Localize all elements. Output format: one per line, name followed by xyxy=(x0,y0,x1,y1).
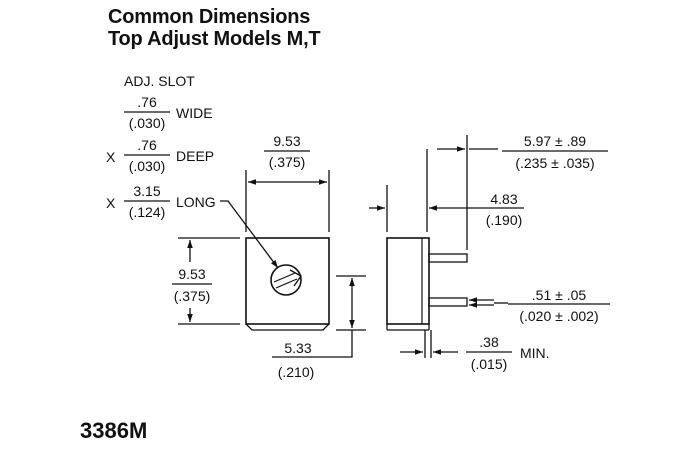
standoff-in: (.015) xyxy=(471,356,508,372)
offset-leader xyxy=(272,330,353,358)
top-width-in: (.375) xyxy=(269,154,306,170)
top-width-mm: 9.53 xyxy=(273,133,300,149)
title-line-2: Top Adjust Models M,T xyxy=(108,28,321,50)
slot-width-word: WIDE xyxy=(176,105,213,121)
offset-mm: 5.33 xyxy=(284,340,311,356)
slot-leader-arrow xyxy=(220,200,279,269)
side-view-pin-upper xyxy=(428,253,468,263)
slot-width-in: (.030) xyxy=(129,115,166,131)
standoff-word: MIN. xyxy=(520,345,550,361)
slot-depth-in: (.030) xyxy=(129,158,166,174)
title-line-1: Common Dimensions xyxy=(108,6,311,28)
side-overall-in: (.235 ± .035) xyxy=(515,155,594,171)
pin-dia-mm: .51 ± .05 xyxy=(532,287,587,303)
top-height-in: (.375) xyxy=(174,288,211,304)
side-body-in: (.190) xyxy=(486,212,523,228)
side-body-mm: 4.83 xyxy=(490,191,517,207)
offset-in: (.210) xyxy=(278,364,315,380)
adjustment-slot-line-b xyxy=(275,278,298,289)
side-overall-mm: 5.97 ± .89 xyxy=(524,133,586,149)
standoff-mm: .38 xyxy=(479,334,499,350)
adjustment-screw xyxy=(270,264,302,296)
direction-arrowhead-icon xyxy=(289,269,302,287)
slot-length-mm: 3.15 xyxy=(133,183,160,199)
top-view-body xyxy=(245,237,330,325)
slot-depth-mm: .76 xyxy=(137,137,157,153)
slot-times-1: X xyxy=(106,149,116,165)
slot-width-mm: .76 xyxy=(137,94,157,110)
side-view-pin-lower xyxy=(428,297,468,307)
top-height-mm: 9.53 xyxy=(178,266,205,282)
model-number: 3386M xyxy=(80,418,148,443)
slot-length-in: (.124) xyxy=(129,204,166,220)
slot-depth-word: DEEP xyxy=(176,148,214,164)
pin-dia-in: (.020 ± .002) xyxy=(519,308,598,324)
slot-length-word: LONG xyxy=(176,194,216,210)
slot-times-2: X xyxy=(106,195,116,211)
top-view-base-step xyxy=(245,323,330,331)
slot-heading: ADJ. SLOT xyxy=(124,73,195,89)
adjustment-slot-line-a xyxy=(273,272,296,283)
side-view-body xyxy=(386,237,430,325)
